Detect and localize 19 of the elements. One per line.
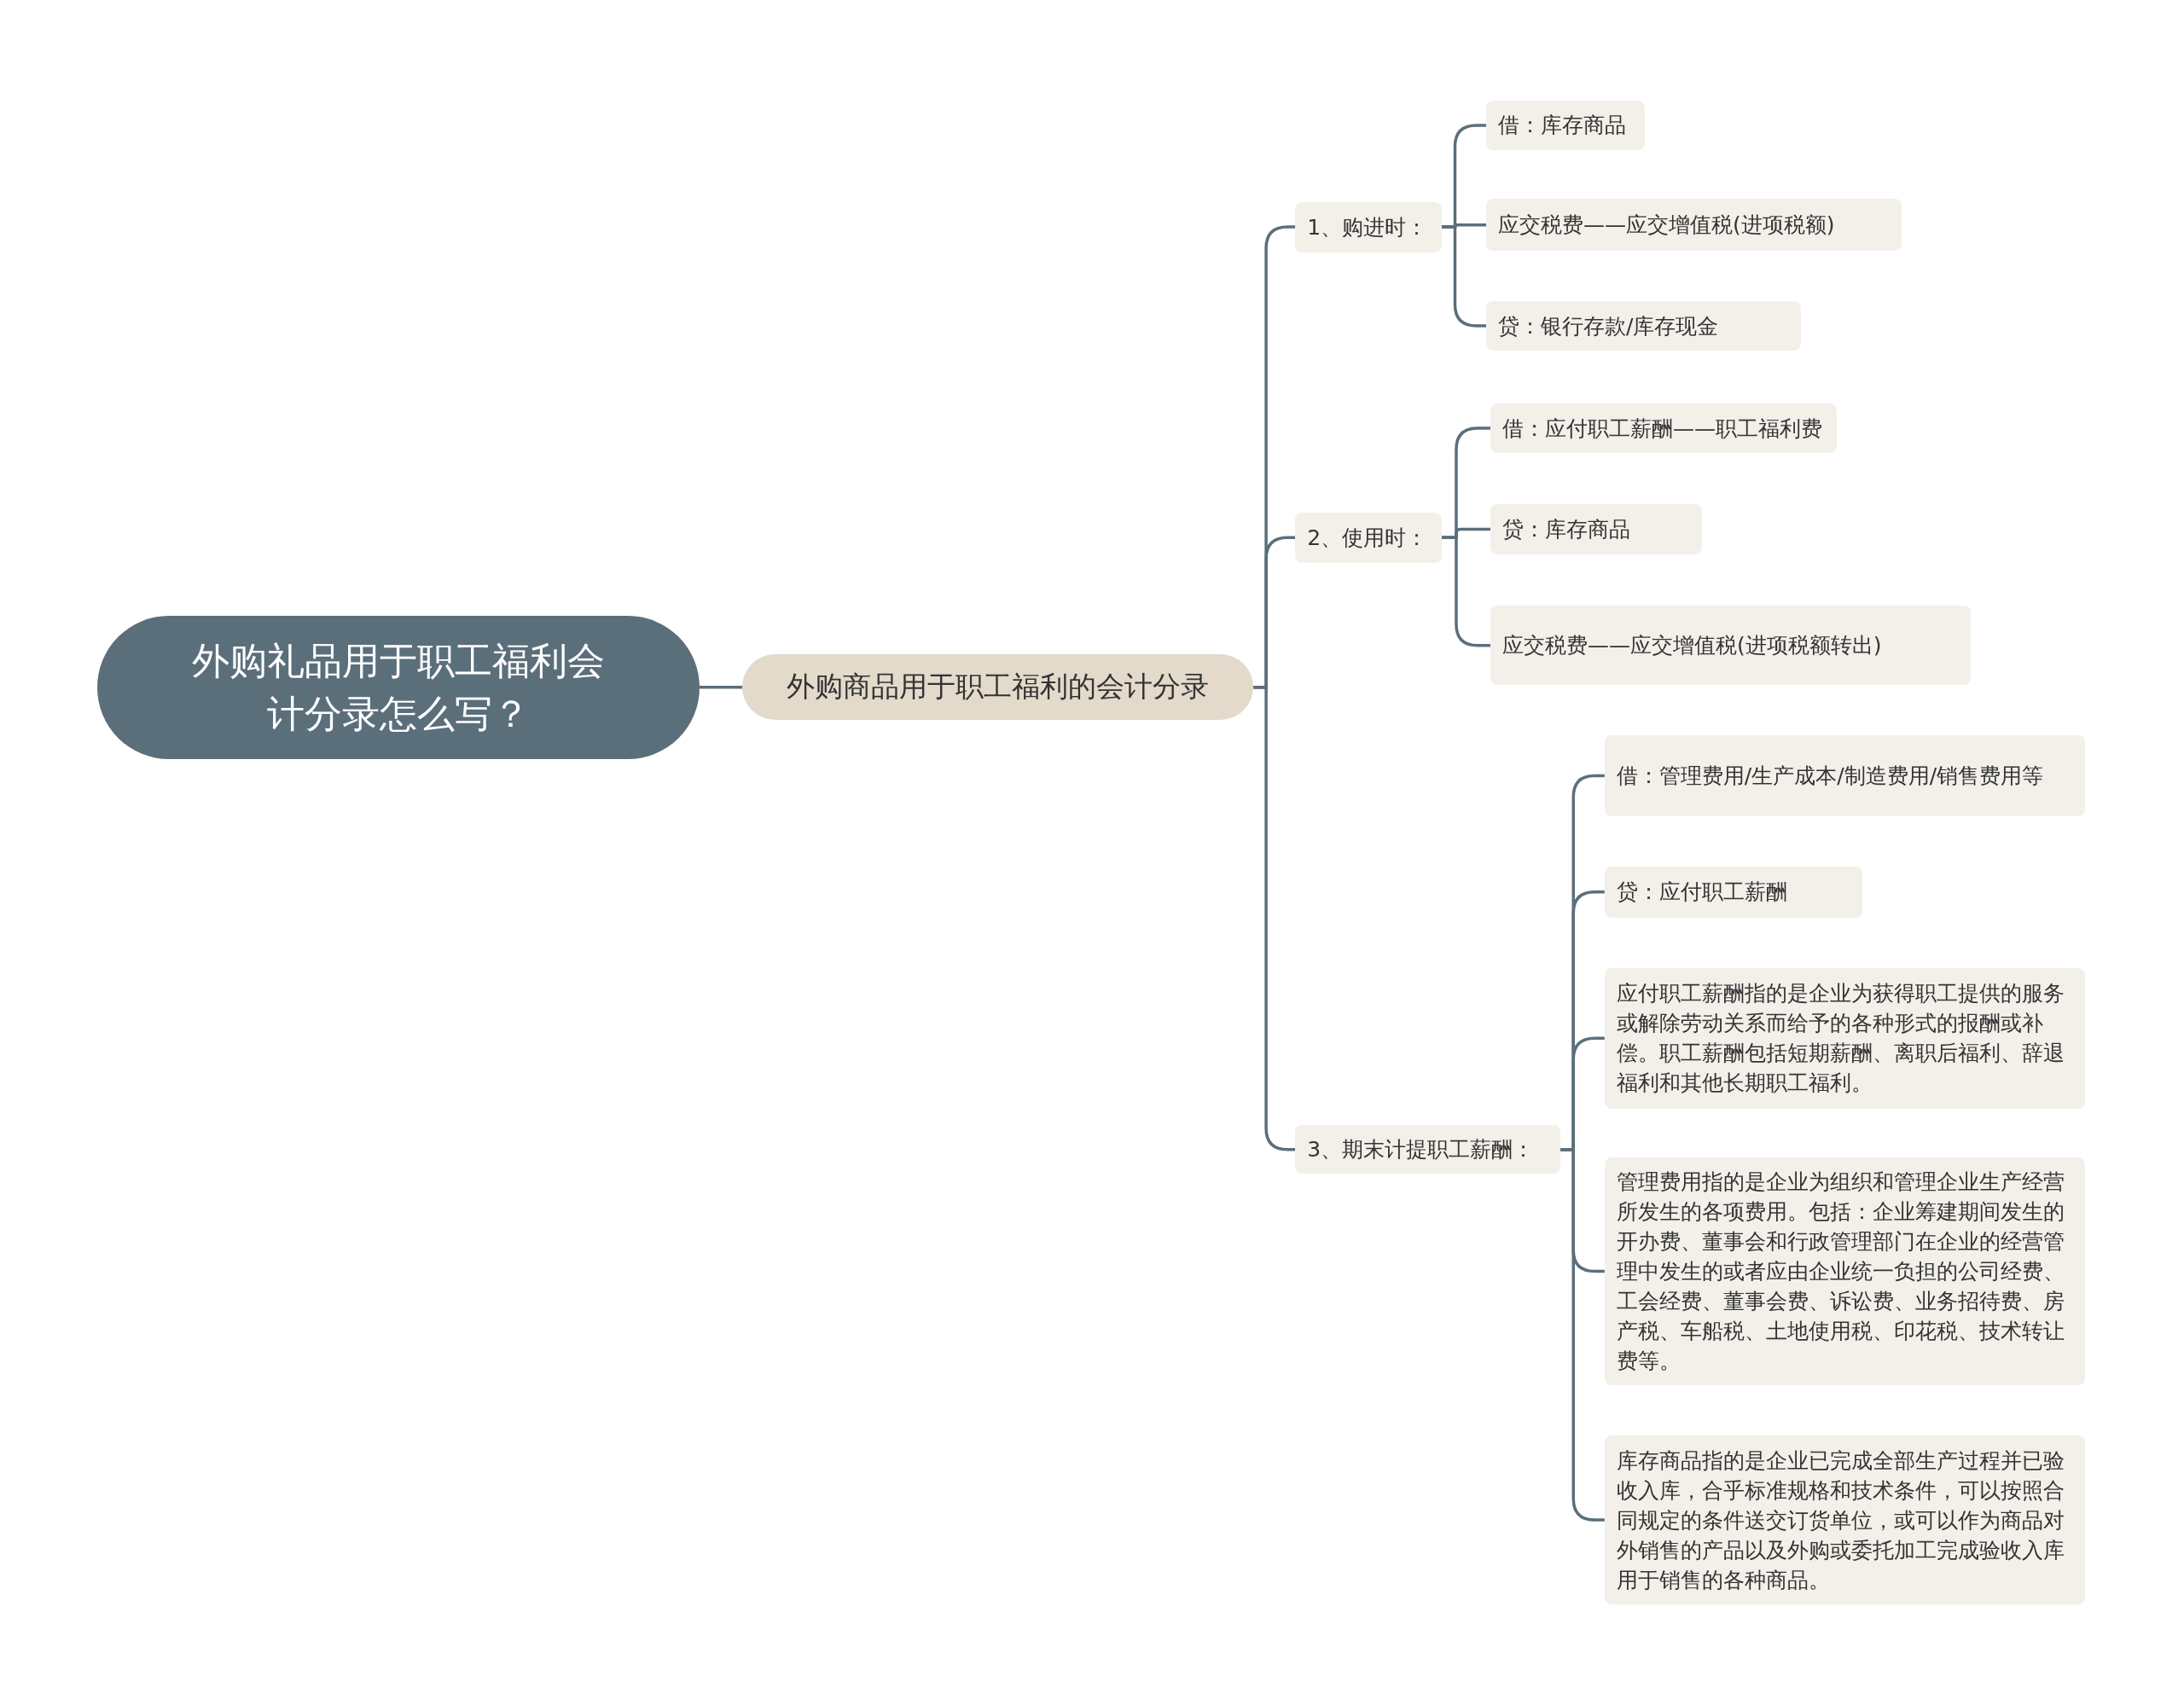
subtopic-box: 1、购进时： [1295,201,1442,252]
leaf-box: 借：应付职工薪酬——职工福利费 [1490,403,1838,453]
subtopic-box: 2、使用时： [1295,512,1442,563]
leaf-box: 贷：应付职工薪酬 [1604,866,1862,918]
topic-box: 外购商品用于职工福利的会计分录 [742,654,1254,721]
connector-line [699,685,743,689]
connector-line [1441,536,1490,647]
leaf-box: 借：库存商品 [1486,100,1646,151]
leaf-box: 贷：库存商品 [1490,504,1703,554]
leaf-box: 应付职工薪酬指的是企业为获得职工提供的服务或解除劳动关系而给予的各种形式的报酬或补偿。职工薪酬包括短期薪酬、离职后福利、辞退福利和其他长期职工福利。 [1604,967,2086,1109]
leaf-box: 库存商品指的是企业已完成全部生产过程并已验收入库，合乎标准规格和技术条件，可以按照合同规定的条件送交订货单位，或可以作为商品对外销售的产品以及外购或委托加工完成验收入库用于销售的各种商品。 [1604,1435,2086,1604]
leaf-box: 管理费用指的是企业为组织和管理企业生产经营所发生的各项费用。包括：企业筹建期间发生的开办费、董事会和行政管理部门在企业的经营管理中发生的或者应由企业统一负担的公司经费、工会经费、董事会费、诉讼费、业务招待费、房产税、车船税、土地使用税、印花税、技术转让费等。 [1604,1157,2086,1386]
leaf-box: 借：管理费用/生产成本/制造费用/销售费用等 [1604,735,2086,816]
central-topic: 外购礼品用于职工福利会计分录怎么写？ [97,615,700,759]
subtopic-box: 3、期末计提职工薪酬： [1295,1125,1560,1174]
leaf-box: 应交税费——应交增值税(进项税额) [1486,199,1902,251]
leaf-box: 应交税费——应交增值税(进项税额转出) [1490,606,1972,686]
leaf-box: 贷：银行存款/库存现金 [1486,300,1801,351]
connector-line [1560,1148,1605,1522]
